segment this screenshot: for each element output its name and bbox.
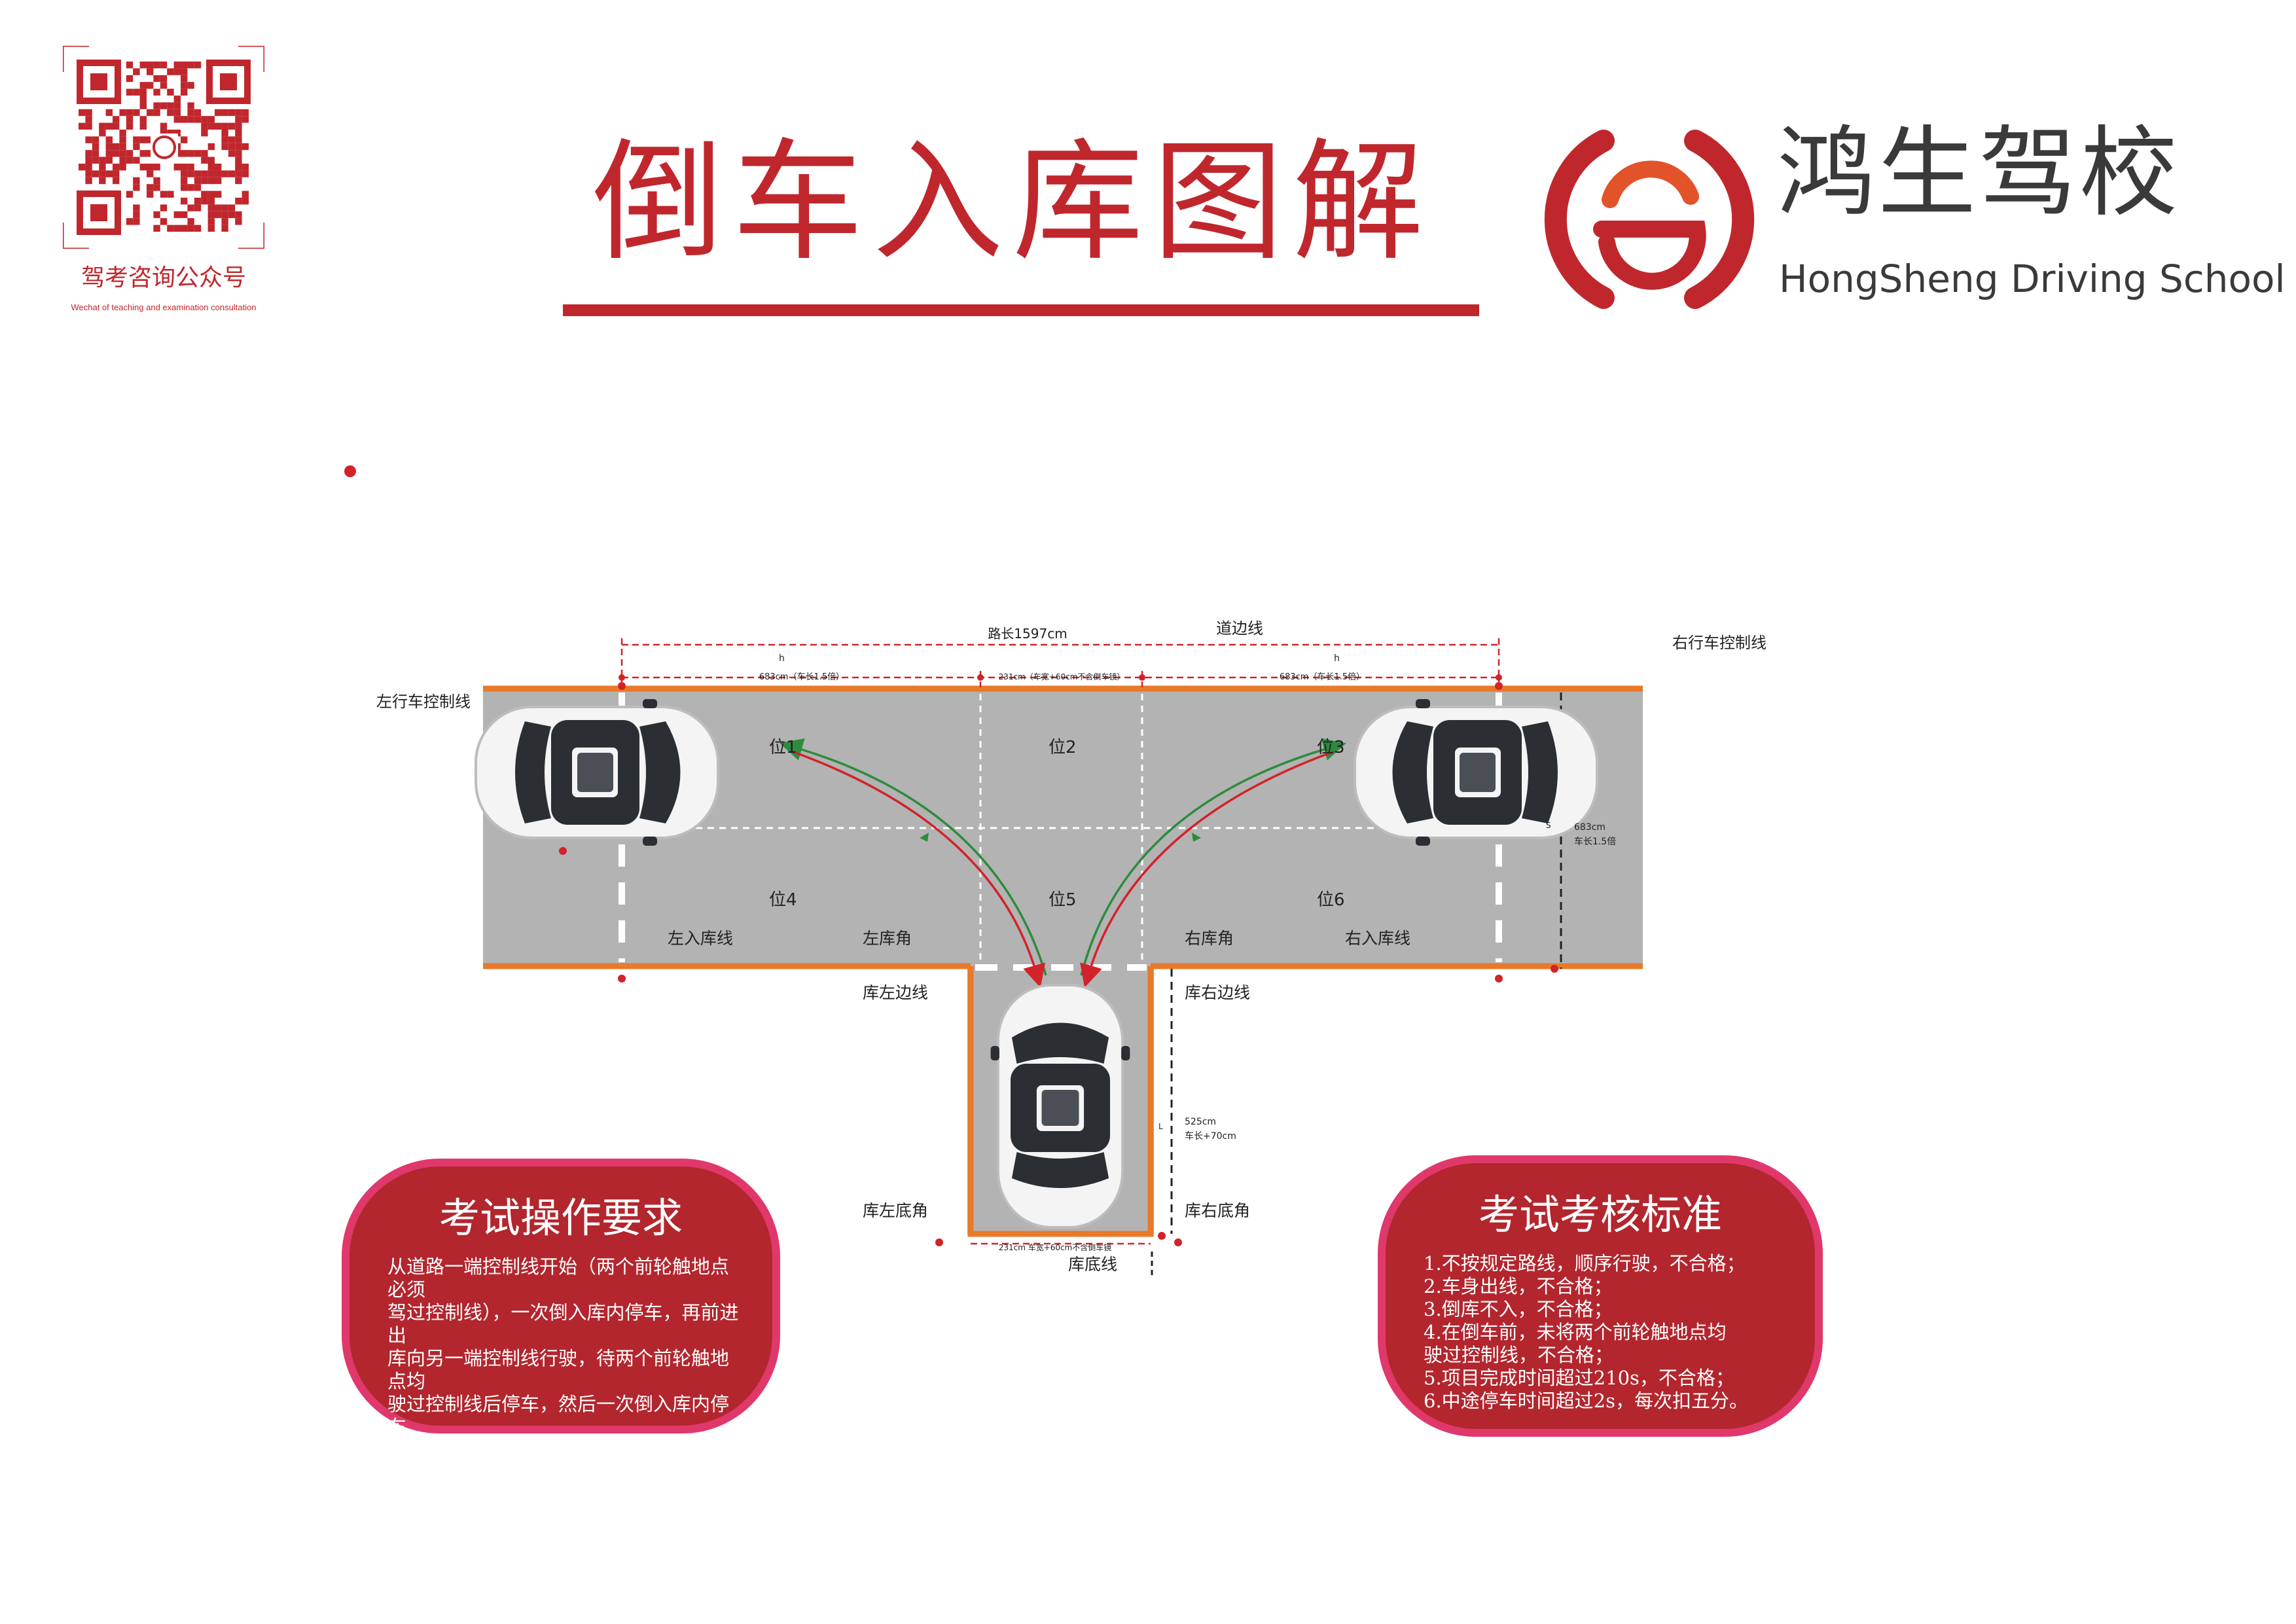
- standards-title: 考试考核标准: [1478, 1191, 1722, 1238]
- label-right-entry: 右入库线: [1345, 929, 1410, 948]
- label-side-683b: 车长1.5倍: [1574, 836, 1616, 847]
- requirements-title: 考试操作要求: [439, 1194, 683, 1242]
- label-right-corner: 右库角: [1185, 929, 1234, 948]
- car-garage: [989, 984, 1132, 1229]
- label-pos2: 位2: [1049, 738, 1077, 757]
- school-logo-icon: [1544, 130, 1755, 309]
- qr-code: [63, 46, 264, 249]
- label-pos5: 位5: [1049, 890, 1077, 910]
- label-left-control: 左行车控制线: [376, 693, 471, 711]
- label-seg-left: 683cm（车长1.5倍）: [759, 672, 844, 682]
- page-title: 倒车入库图解: [592, 126, 1433, 279]
- standards-text: 1.不按规定路线，顺序行驶，不合格； 2.车身出线，不合格； 3.倒库不入，不合…: [1424, 1252, 1749, 1412]
- standards-box: 考试考核标准 1.不按规定路线，顺序行驶，不合格； 2.车身出线，不合格； 3.…: [1378, 1155, 1823, 1437]
- label-pos3: 位3: [1317, 738, 1345, 757]
- arrow-green-left: [780, 738, 1047, 976]
- label-road-length: 路长1597cm: [988, 626, 1067, 641]
- label-side-s: S: [1546, 821, 1551, 830]
- label-seg-mid: 231cm（车宽+60cm不含倒车镜）: [999, 672, 1125, 681]
- label-side-683: 683cm: [1574, 822, 1605, 833]
- label-garage-right-bottom: 库右底角: [1185, 1201, 1250, 1220]
- label-seg-right-h: h: [1334, 653, 1340, 664]
- label-bottom-width: 231cm 车宽+60cm不含倒车镜: [999, 1242, 1112, 1252]
- arrow-green-right: [1080, 738, 1346, 976]
- label-right-control: 右行车控制线: [1672, 634, 1767, 652]
- label-garage-right-edge: 库右边线: [1185, 983, 1250, 1002]
- label-pos4: 位4: [769, 890, 797, 910]
- brand-name-en: HongSheng Driving School: [1779, 257, 2286, 301]
- label-road-edge: 道边线: [1216, 619, 1263, 638]
- qr-subcaption: Wechat of teaching and examination consu…: [71, 302, 257, 312]
- requirements-box: 考试操作要求 从道路一端控制线开始（两个前轮触地点必须 驾过控制线），一次倒入库…: [342, 1159, 780, 1553]
- label-depth-525b: 车长+70cm: [1185, 1130, 1236, 1142]
- label-left-entry: 左入库线: [668, 929, 733, 948]
- title-underline: [563, 304, 1479, 316]
- label-garage-left-bottom: 库左底角: [863, 1201, 928, 1220]
- qr-caption: 驾考咨询公众号: [81, 264, 246, 291]
- label-left-corner: 左库角: [863, 929, 912, 948]
- label-seg-right: 683cm（车长1.5倍）: [1280, 672, 1365, 682]
- requirements-text: 从道路一端控制线开始（两个前轮触地点必须 驾过控制线），一次倒入库内停车，再前进…: [387, 1255, 739, 1553]
- car-left: [475, 698, 719, 847]
- car-right: [1354, 698, 1598, 847]
- label-seg-left-h: h: [779, 653, 785, 664]
- brand-name: 鸿生驾校: [1777, 117, 2181, 230]
- label-pos6: 位6: [1317, 890, 1345, 910]
- label-bottom-line: 库底线: [1068, 1255, 1117, 1274]
- label-depth-525: 525cm: [1185, 1117, 1216, 1127]
- label-depth-l: L: [1158, 1122, 1163, 1131]
- label-garage-left-edge: 库左边线: [863, 983, 928, 1002]
- arrow-red-left: [791, 750, 1046, 988]
- label-pos1: 位1: [769, 738, 797, 757]
- arrow-red-right: [1080, 750, 1335, 988]
- garage-walls: [967, 966, 1154, 1237]
